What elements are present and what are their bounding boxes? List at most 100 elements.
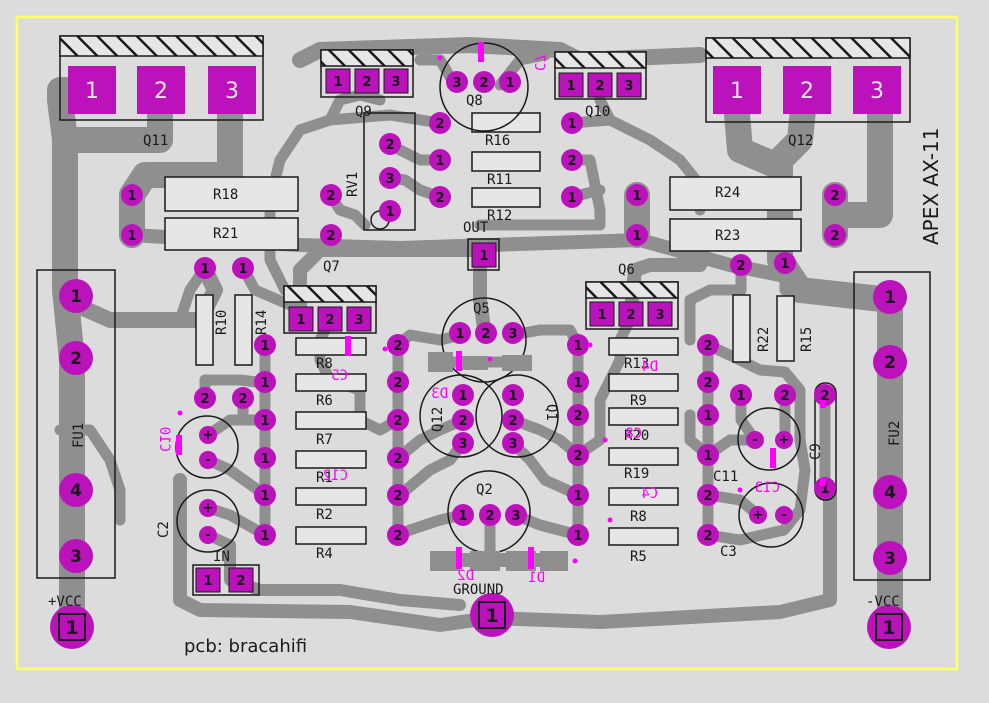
pad-2: 3 xyxy=(208,66,256,114)
pad-19: 2 xyxy=(473,71,495,93)
pad-87: 4 xyxy=(59,473,93,507)
pad-number: 3 xyxy=(508,327,517,342)
pad-96: 1 xyxy=(470,593,514,637)
r12-label: R12 xyxy=(487,208,512,224)
pad-number: 1 xyxy=(573,529,582,544)
pad-number: 1 xyxy=(508,389,517,404)
pad-67: 1 xyxy=(449,322,471,344)
pad-61: 2 xyxy=(567,444,589,466)
pad-number: 1 xyxy=(479,249,488,264)
pad-number: 1 xyxy=(127,229,136,244)
pad-number: 2 xyxy=(703,339,712,354)
pad-number: 3 xyxy=(225,79,239,104)
vcc-pos-label: +VCC xyxy=(48,594,82,610)
pad-number: 2 xyxy=(703,529,712,544)
pad-number: 2 xyxy=(830,189,839,204)
pad-number: 2 xyxy=(508,414,517,429)
r3-label: R8 xyxy=(630,509,647,525)
pad-number: 1 xyxy=(884,288,896,308)
pad-number: 1 xyxy=(65,617,78,639)
pad-54: 2 xyxy=(387,524,409,546)
diode-body xyxy=(470,551,500,571)
pad-18: 3 xyxy=(446,71,468,93)
pad-75: 3 xyxy=(502,432,524,454)
q5-label: Q6 xyxy=(618,262,635,278)
pad-number: 2 xyxy=(362,75,371,90)
pad-number: 2 xyxy=(385,138,394,153)
out-label: OUT xyxy=(463,220,489,236)
rv1-label: RV1 xyxy=(345,172,361,197)
pad-number: 1 xyxy=(260,339,269,354)
pad-85: 1 xyxy=(59,279,93,313)
vcc-neg-label: -VCC xyxy=(866,594,900,610)
mirror-c4: C4 xyxy=(641,486,658,502)
pad-number: 2 xyxy=(238,392,247,407)
r21-label: R22 xyxy=(756,327,772,352)
cap-pad xyxy=(749,506,767,524)
pad-number: 3 xyxy=(70,547,82,567)
pad-72: 3 xyxy=(452,432,474,454)
pad-number: 2 xyxy=(393,414,402,429)
pad-number: 2 xyxy=(393,529,402,544)
pad-number: 2 xyxy=(236,574,245,589)
pad-6: 1 xyxy=(325,68,351,94)
magenta-marks xyxy=(176,42,826,569)
pad-34: 1 xyxy=(626,184,648,206)
pad-76: 1 xyxy=(452,504,474,526)
pad-11: 3 xyxy=(616,72,642,98)
polarity-mark: - xyxy=(205,528,210,543)
pad-33: 2 xyxy=(320,224,342,246)
polarity-mark: + xyxy=(779,433,790,448)
c11-label: C11 xyxy=(713,469,738,485)
q1-label: Q1 xyxy=(543,404,559,421)
q4-label: Q5 xyxy=(473,301,490,317)
pad-number: 2 xyxy=(567,154,576,169)
r9-label: R9 xyxy=(630,393,647,409)
pad-number: 2 xyxy=(154,79,168,104)
pad-60: 1 xyxy=(697,404,719,426)
pad-55: 1 xyxy=(567,334,589,356)
ground-label: GROUND xyxy=(453,582,504,598)
pad-number: 2 xyxy=(595,79,604,94)
pad-31: 2 xyxy=(320,184,342,206)
pad-number: 1 xyxy=(730,79,744,104)
pad-1: 2 xyxy=(137,66,185,114)
credit-text: pcb: bracahifi xyxy=(184,636,307,657)
pad-47: 1 xyxy=(254,409,276,431)
pad-number: 2 xyxy=(393,452,402,467)
cap-pad xyxy=(199,526,217,544)
mirror-d1: D1 xyxy=(528,570,545,586)
cap-pad xyxy=(746,431,764,449)
pad-number: 1 xyxy=(260,414,269,429)
q8-label: Q9 xyxy=(355,104,372,120)
pad-number: 4 xyxy=(70,481,82,501)
pad-91: 4 xyxy=(873,475,907,509)
pad-12: 1 xyxy=(288,306,314,332)
pad-number: 2 xyxy=(830,229,839,244)
r15-label: R15 xyxy=(799,327,815,352)
pad-84: 1 xyxy=(814,477,836,499)
pad-number: 1 xyxy=(567,117,576,132)
pad-number: 1 xyxy=(573,339,582,354)
pad-83: 2 xyxy=(814,384,836,406)
pad-40: 1 xyxy=(232,257,254,279)
pad-9: 1 xyxy=(558,72,584,98)
pad-52: 2 xyxy=(387,484,409,506)
pad-number: 1 xyxy=(200,262,209,277)
pad-48: 2 xyxy=(387,409,409,431)
r16-label: R16 xyxy=(485,133,510,149)
pad-65: 1 xyxy=(567,524,589,546)
pad-82: 2 xyxy=(774,384,796,406)
r24-label: R24 xyxy=(715,185,740,201)
pad-number: 2 xyxy=(325,313,334,328)
pad-51: 1 xyxy=(254,484,276,506)
pad-13: 2 xyxy=(317,306,343,332)
pad-number: 2 xyxy=(458,414,467,429)
pad-number: 2 xyxy=(326,189,335,204)
pad-number: 1 xyxy=(632,229,641,244)
pad-number: 1 xyxy=(736,389,745,404)
pad-number: 2 xyxy=(884,353,896,373)
pad-number: 3 xyxy=(870,79,884,104)
pad-number: 1 xyxy=(385,205,394,220)
